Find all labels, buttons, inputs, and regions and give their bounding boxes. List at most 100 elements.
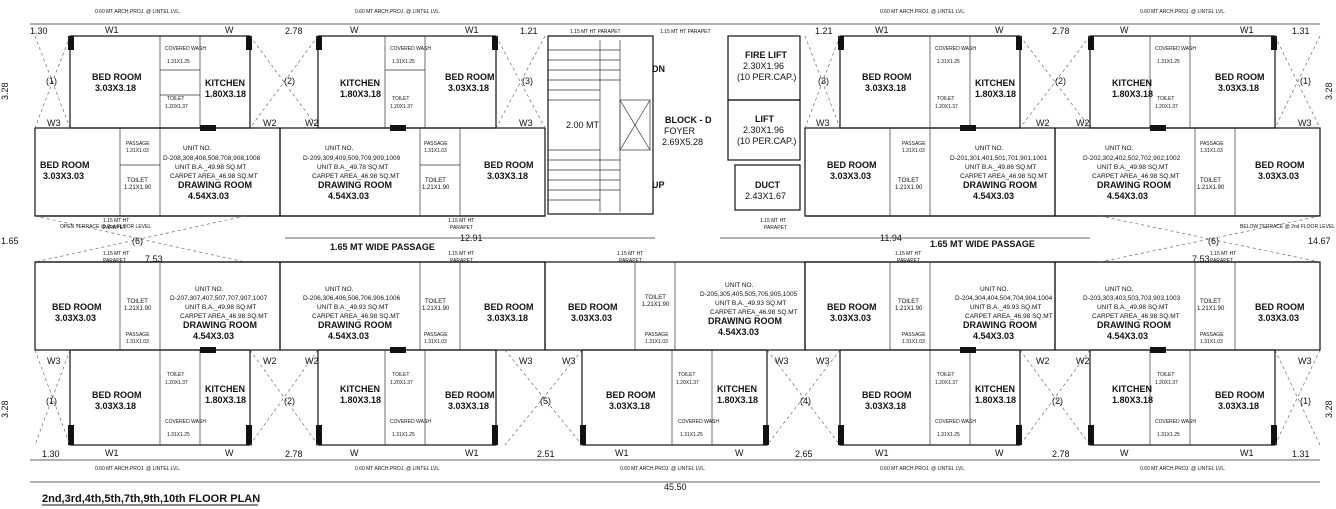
room-name: COVERED WASH — [1155, 419, 1196, 425]
unit-label: UNIT NO. — [1105, 145, 1134, 152]
room-size: 1.31X1.25 — [1157, 432, 1180, 438]
void-tag-6: (1) — [1300, 76, 1311, 86]
parapet-label: 1.15 MT HT — [103, 251, 129, 257]
passage-segment: 7.53 — [1192, 254, 1210, 264]
passage-segment: 7.53 — [145, 254, 163, 264]
unit-number: D-206,306,406,506,706,906,1006 — [303, 295, 401, 302]
unit-number: D-204,304,404,504,704,904,1004 — [955, 295, 1053, 302]
void-tag-4: (3) — [818, 76, 829, 86]
room-name: TOILET — [167, 372, 184, 378]
room-name: KITCHEN — [1112, 384, 1152, 394]
room-size: 1.20X1.37 — [935, 380, 958, 386]
window-w1: W1 — [875, 25, 889, 35]
room-size: 3.03X3.18 — [448, 401, 489, 411]
passage-length-left: 12.91 — [460, 233, 483, 243]
room-name: COVERED WASH — [935, 419, 976, 425]
unit-ba: UNIT B.A._49.93 SQ.MT — [970, 304, 1041, 311]
room-size: 1.31X1.25 — [937, 59, 960, 65]
room-size: 1.20X1.37 — [165, 380, 188, 386]
window-w2: W2 — [305, 118, 319, 128]
room-size: 4.54X3.03 — [973, 191, 1014, 201]
dim-bottom-3: 2.51 — [537, 449, 555, 459]
parapet-label: 1.15 MT HT PARAPET — [660, 29, 711, 35]
room-name: BED ROOM — [606, 390, 656, 400]
void-tag-1: (1) — [46, 76, 57, 86]
room-size: 3.03X3.03 — [571, 313, 612, 323]
room-name: TOILET — [1157, 372, 1174, 378]
room-size: 3.03X3.18 — [487, 171, 528, 181]
side-dim-lower: 3.28 — [0, 400, 10, 418]
open-terrace-label: OPEN TERRACE @ 2nd FLOOR LEVEL — [60, 224, 151, 230]
room-name: COVERED WASH — [390, 419, 431, 425]
parapet-label: 1.15 MT HT — [760, 218, 786, 224]
unit-ba: UNIT B.A._49.86 SQ.MT — [965, 164, 1036, 171]
room-name: BED ROOM — [862, 390, 912, 400]
room-name: DRAWING ROOM — [318, 320, 392, 330]
window-w3: W3 — [47, 118, 61, 128]
room-size: 3.03X3.18 — [609, 401, 650, 411]
window-w1: W1 — [1240, 25, 1254, 35]
stair-up-label: UP — [652, 180, 665, 190]
parapet-label: 1.15 MT HT PARAPET — [570, 29, 621, 35]
window-w1: W1 — [615, 448, 629, 458]
room-name: COVERED WASH — [1155, 46, 1196, 52]
window-labels: W1 W W W1 W1 W W W1 W3 W2 W2 W3 W3 W2 W2… — [47, 25, 1312, 458]
side-dim-upper-right: 3.28 — [1324, 82, 1334, 100]
passage-length-right: 11.94 — [880, 233, 902, 243]
parapet-label: PARAPET — [103, 258, 126, 264]
room-name: DRAWING ROOM — [183, 320, 257, 330]
room-name: DRAWING ROOM — [1097, 180, 1171, 190]
room-name: TOILET — [392, 372, 409, 378]
side-dim-lower-right: 3.28 — [1324, 400, 1334, 418]
side-dim-mid: 1.65 — [1, 236, 19, 246]
room-size: 1.20X1.37 — [390, 104, 413, 110]
parapet-label: PARAPET — [103, 225, 126, 231]
room-size: 1.21X1.90 — [895, 306, 923, 312]
room-size: 3.03X3.03 — [1258, 313, 1299, 323]
room-size: 1.31X1.03 — [424, 339, 447, 345]
upper-row-rooms: BED ROOM 3.03X3.18 KITCHEN 1.80X3.18 COV… — [92, 46, 1265, 110]
window-w: W — [735, 448, 744, 458]
room-size: 1.31X1.25 — [167, 59, 190, 65]
room-name: KITCHEN — [717, 384, 757, 394]
stair-treads — [548, 40, 651, 212]
unit-carpet: CARPET AREA_46.98 SQ.MT — [312, 313, 400, 320]
duct-size: 2.43X1.67 — [745, 191, 786, 201]
unit-ba: UNIT B.A._49.93 SQ.MT — [715, 300, 786, 307]
room-name: TOILET — [127, 178, 148, 184]
unit-ba: UNIT B.A._49.98 SQ.MT — [1097, 164, 1168, 171]
dim-bottom-2: 2.78 — [285, 449, 303, 459]
window-w3: W3 — [47, 356, 61, 366]
room-name: BED ROOM — [827, 160, 877, 170]
room-name: PASSAGE — [902, 332, 926, 338]
unit-ba: UNIT B.A._49.78 SQ.MT — [317, 164, 388, 171]
room-size: 3.03X3.18 — [865, 83, 906, 93]
dim-top-2: 2.78 — [285, 26, 303, 36]
room-name: TOILET — [1200, 178, 1221, 184]
parapet-label: 1.15 MT HT — [895, 251, 921, 257]
unit-carpet: CARPET AREA_46.98 SQ.MT — [965, 313, 1053, 320]
room-size: 1.31X1.03 — [424, 148, 447, 154]
window-w2: W2 — [305, 356, 319, 366]
room-name: BED ROOM — [40, 160, 90, 170]
room-name: TOILET — [898, 178, 919, 184]
room-size: 1.31X1.25 — [937, 432, 960, 438]
side-dim-right: 14.67 — [1308, 236, 1331, 246]
room-name: BED ROOM — [445, 72, 495, 82]
room-name: BED ROOM — [862, 72, 912, 82]
room-name: BED ROOM — [1255, 302, 1305, 312]
window-w3: W3 — [519, 356, 533, 366]
arch-proj-bottom-1: 0.60 MT ARCH.PROJ. @ LINTEL LVL. — [95, 466, 181, 472]
room-name: DRAWING ROOM — [1097, 320, 1171, 330]
room-name: BED ROOM — [827, 302, 877, 312]
window-w3: W3 — [816, 356, 830, 366]
unit-carpet: CARPET AREA_46.98 SQ.MT — [170, 173, 258, 180]
stair-width: 2.00 MT — [566, 120, 600, 130]
room-size: 3.03X3.18 — [487, 313, 528, 323]
room-size: 1.31X1.03 — [902, 339, 925, 345]
room-name: DRAWING ROOM — [318, 180, 392, 190]
lower-row-rooms: BED ROOM 3.03X3.18 TOILET 1.20X1.37 COVE… — [92, 372, 1265, 438]
window-w: W — [225, 25, 234, 35]
window-w: W — [1120, 448, 1129, 458]
room-name: BED ROOM — [484, 302, 534, 312]
